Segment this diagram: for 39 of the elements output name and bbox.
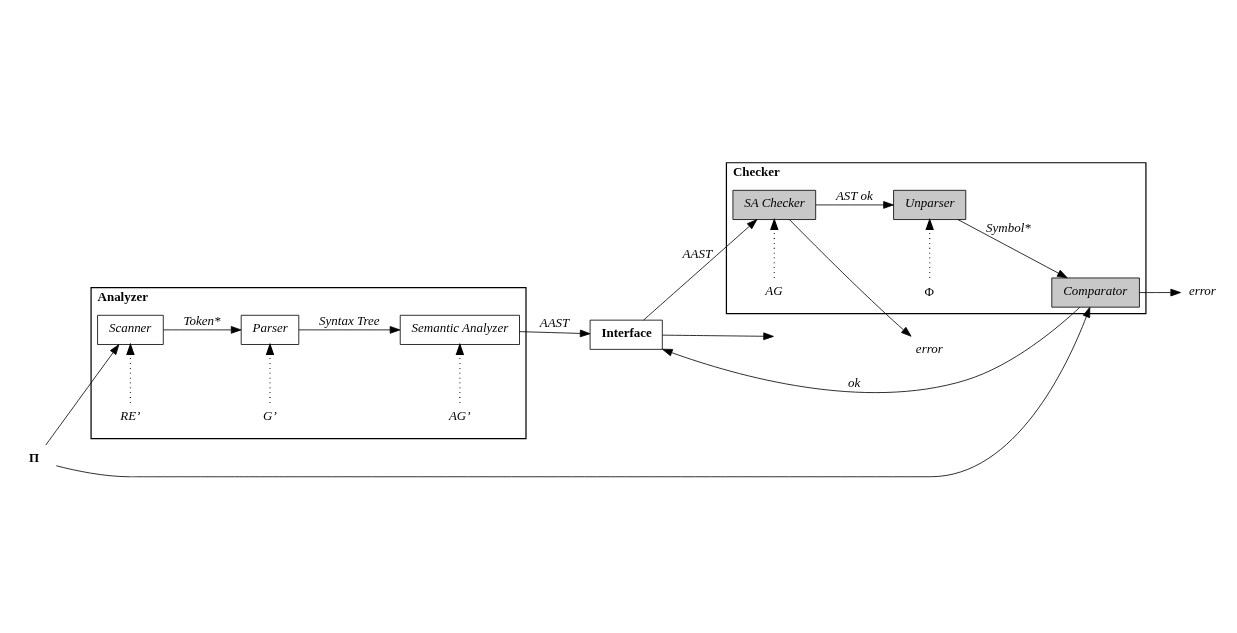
- edge-label: AST ok: [835, 187, 873, 203]
- arrow: [770, 217, 779, 279]
- node-box: Comparator: [1051, 277, 1140, 308]
- arrow: [643, 219, 758, 321]
- node-box: Parser: [240, 314, 300, 345]
- edge-label: ok: [848, 374, 861, 390]
- arrow: [55, 306, 1091, 478]
- arrow: [265, 342, 275, 404]
- arrow: [45, 344, 120, 446]
- edge-label: AAST: [539, 315, 570, 331]
- edge-label: AAST: [682, 245, 713, 261]
- edge-label: Token*: [183, 312, 221, 328]
- arrow: [815, 201, 894, 209]
- node-text: RE’: [120, 407, 141, 423]
- node-box: SA Checker: [732, 189, 817, 220]
- arrow: [126, 342, 135, 404]
- edge-label: Syntax Tree: [319, 312, 380, 328]
- arrow: [519, 329, 591, 338]
- arrow: [1139, 288, 1181, 297]
- node-box: Scanner: [97, 314, 164, 345]
- node-box: Unparser: [893, 189, 967, 220]
- arrow: [298, 326, 401, 334]
- node-text: Φ: [924, 283, 934, 299]
- arrow: [455, 342, 465, 404]
- node-box: Interface: [589, 319, 663, 350]
- arrow: [788, 219, 912, 337]
- node-text: AG’: [448, 407, 471, 423]
- node-box: Semantic Analyzer: [399, 314, 520, 345]
- node-text: error: [915, 341, 943, 357]
- node-text: G’: [263, 407, 277, 423]
- arrow: [163, 326, 242, 334]
- node-text: Π: [29, 449, 40, 465]
- node-text: error: [1188, 282, 1216, 298]
- arrow: [662, 306, 1081, 393]
- arrow: [662, 332, 774, 341]
- edge-label: Symbol*: [986, 219, 1031, 235]
- arrow: [925, 217, 934, 279]
- node-text: AG: [765, 282, 783, 298]
- arrow: [957, 219, 1068, 279]
